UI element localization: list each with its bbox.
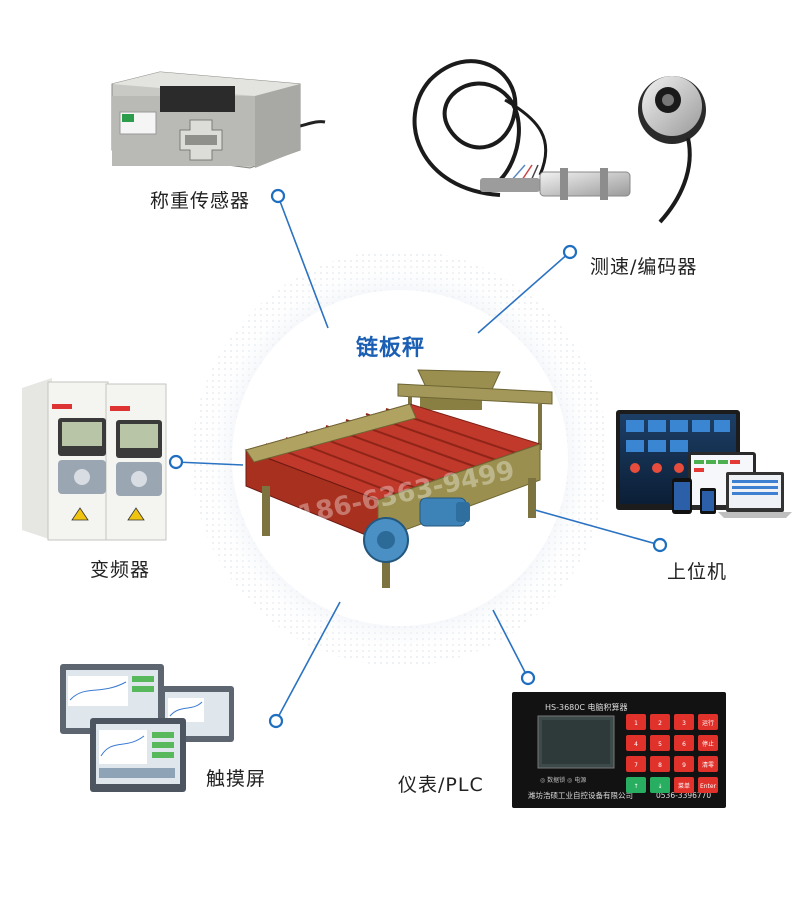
meter-key-label: Enter [700, 783, 717, 790]
meter-key-label: 停止 [702, 740, 714, 748]
meter-key [698, 714, 718, 730]
host-computer-image [616, 410, 792, 518]
load-cell-image [111, 71, 326, 169]
node-host [652, 537, 668, 553]
connector-touchscreen [275, 601, 341, 722]
meter-key [650, 756, 670, 772]
label-vfd: 变频器 [90, 559, 151, 581]
meter-key-label: ↓ [657, 783, 662, 790]
node-meter [520, 670, 536, 686]
hmi-panel-back [60, 664, 164, 734]
label-speed-encoder: 测速/编码器 [590, 256, 698, 278]
center-title: 链板秤 [356, 335, 426, 361]
meter-phone-text: 0536-3396770 [656, 791, 711, 800]
meter-key [626, 735, 646, 751]
hmi-panel-front [90, 718, 186, 792]
connector-nodes [168, 188, 668, 729]
connector-lines [175, 195, 661, 722]
label-load-cell: 称重传感器 [150, 190, 251, 212]
meter-key [626, 777, 646, 793]
connector-vfd [175, 461, 244, 466]
meter-key-label: 运行 [702, 719, 714, 727]
meter-key [698, 756, 718, 772]
label-meter-plc: 仪表/PLC [398, 774, 484, 796]
meter-key [674, 756, 694, 772]
meter-key-label: 清零 [702, 761, 714, 769]
connector-host [534, 509, 661, 546]
connector-encoder [477, 251, 571, 334]
meter-key-label: ↑ [633, 783, 638, 790]
meter-key [626, 756, 646, 772]
meter-indicators-text: ◎ 数据锁 ◎ 电源 [540, 776, 586, 784]
meter-key-label: 6 [682, 741, 686, 748]
meter-key [650, 735, 670, 751]
meter-key-label: 菜单 [678, 782, 690, 790]
node-vfd [168, 454, 184, 470]
meter-key-label: 1 [634, 720, 638, 727]
label-host-computer: 上位机 [667, 561, 728, 583]
meter-key [698, 777, 718, 793]
connector-load-cell [277, 195, 329, 329]
meter-key [650, 714, 670, 730]
node-encoder [562, 244, 578, 260]
meter-key [626, 714, 646, 730]
vfd-image [22, 378, 167, 541]
meter-key-label: 7 [634, 762, 638, 769]
label-touchscreen: 触摸屏 [206, 768, 267, 790]
node-touchscreen [268, 713, 284, 729]
connector-meter [492, 609, 529, 679]
speed-encoder-image [412, 36, 706, 224]
meter-key-label: 3 [682, 720, 686, 727]
meter-key [698, 735, 718, 751]
touchscreen-image [60, 664, 234, 792]
meter-company-text: 潍坊浩硕工业自控设备有限公司 [528, 790, 633, 800]
meter-keypad: 1 2 3 运行 4 5 6 停止 7 8 9 清零 ↑ ↓ 菜单 Enter [626, 714, 718, 793]
meter-key [674, 735, 694, 751]
meter-key-label: 8 [658, 762, 662, 769]
meter-model-text: HS-3680C 电脑积算器 [545, 702, 627, 712]
meter-key-label: 5 [658, 741, 662, 748]
meter-plc-image: HS-3680C 电脑积算器 ◎ 数据锁 ◎ 电源 潍坊浩硕工业自控设备有限公司… [512, 692, 726, 808]
meter-key-label: 2 [658, 720, 662, 727]
meter-key [674, 777, 694, 793]
meter-key-label: 9 [682, 762, 686, 769]
meter-key [650, 777, 670, 793]
node-load-cell [270, 188, 286, 204]
meter-key [674, 714, 694, 730]
meter-key-label: 4 [634, 741, 638, 748]
